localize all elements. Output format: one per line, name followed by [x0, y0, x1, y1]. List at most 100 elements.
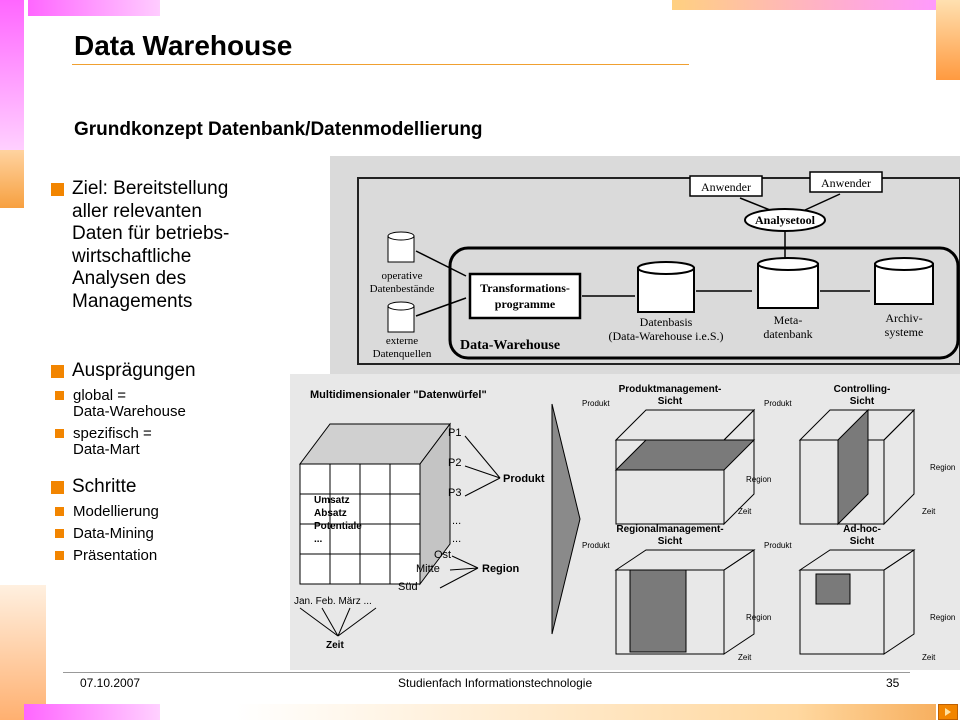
- bullet-ziel: Ziel: Bereitstellung aller relevanten Da…: [50, 178, 295, 313]
- bullet-marker-icon: [55, 529, 64, 538]
- axis-label: Zeit: [738, 653, 752, 662]
- bullet-schritte: Schritte: [50, 476, 295, 499]
- bullet-auspraegungen-label: Ausprägungen: [72, 360, 196, 381]
- meta-label: Meta-: [774, 313, 803, 327]
- axis-label: Produkt: [582, 399, 610, 408]
- view-title: Sicht: [658, 396, 683, 407]
- axis-label: Produkt: [764, 399, 792, 408]
- sub-bullet-line: Data-Mining: [73, 525, 154, 542]
- transform-arrow-icon: [551, 403, 581, 635]
- bullet-list: Ziel: Bereitstellung aller relevanten Da…: [50, 178, 295, 564]
- months-label: Jan. Feb. März ...: [294, 596, 372, 607]
- sub-bullet-step: Modellierung: [0, 504, 295, 520]
- sub-bullet-line: Data-Warehouse: [73, 402, 186, 420]
- deco-bar-bottom-left: [24, 704, 160, 720]
- view-controlling: Controlling- Sicht Produkt Region Zeit: [764, 384, 955, 526]
- product-label: ...: [452, 533, 461, 545]
- user-label: Anwender: [701, 180, 751, 194]
- datenbasis-label: Datenbasis: [640, 315, 693, 329]
- axis-label: Zeit: [922, 653, 936, 662]
- architecture-diagram: Anwender Anwender Analysetool Data-Wareh…: [357, 171, 960, 365]
- footer-course: Studienfach Informationstechnologie: [398, 676, 593, 690]
- next-slide-icon[interactable]: [938, 704, 958, 720]
- product-label: P2: [448, 457, 461, 469]
- cube-diagram: Multidimensionaler "Datenwürfel" Umsatz …: [294, 384, 955, 662]
- user-box: [809, 171, 883, 193]
- axis-label: Region: [746, 475, 771, 484]
- view-title: Regionalmanagement-: [616, 524, 723, 535]
- bullet-schritte-label: Schritte: [72, 475, 137, 497]
- view-title: Ad-hoc-: [843, 524, 881, 535]
- product-label: P1: [448, 427, 461, 439]
- source-label: Datenbestände: [370, 283, 435, 295]
- sub-bullet-line: Data-Mart: [73, 440, 140, 458]
- dw-frame-label: Data-Warehouse: [460, 338, 560, 353]
- bullet-ziel-line: Managements: [72, 290, 193, 312]
- measure-label: Umsatz: [314, 495, 350, 506]
- transform-box: [468, 272, 582, 320]
- measure-label: Absatz: [314, 508, 347, 519]
- user-box: [689, 175, 763, 197]
- bullet-ziel-line: Ziel: Bereitstellung: [72, 178, 229, 199]
- bullet-marker-icon: [55, 507, 64, 516]
- data-cube: [299, 422, 451, 586]
- measure-label: ...: [314, 534, 323, 545]
- deco-bar-left-pink: [0, 0, 24, 150]
- sub-bullet-line: global =: [73, 386, 126, 404]
- bullet-ziel-line: wirtschaftliche: [72, 245, 192, 267]
- figure-dw-architecture: Anwender Anwender Analysetool Data-Wareh…: [330, 156, 960, 378]
- product-label: P3: [448, 487, 461, 499]
- measure-label: Potentiale: [314, 521, 362, 532]
- user-label: Anwender: [821, 176, 871, 190]
- sub-bullet-line: Präsentation: [73, 547, 158, 564]
- view-title: Controlling-: [834, 384, 891, 395]
- axis-label: Region: [746, 613, 771, 622]
- view-title: Sicht: [658, 536, 683, 547]
- meta-label: datenbank: [763, 327, 812, 341]
- axis-label: Zeit: [922, 507, 936, 516]
- bullet-ziel-line: Daten für betriebs-: [72, 223, 230, 244]
- bullet-marker-icon: [51, 365, 64, 378]
- bullet-marker-icon: [51, 480, 64, 494]
- sub-bullet-line: spezifisch =: [73, 424, 152, 442]
- view-product: Produktmanagement- Sicht Produkt Region …: [582, 384, 771, 526]
- bullet-ziel-line: aller relevanten: [72, 200, 202, 222]
- bullet-marker-icon: [51, 183, 64, 196]
- zeit-label: Zeit: [326, 640, 344, 651]
- deco-bar-bottom-right: [236, 704, 936, 720]
- region-label: Ost: [434, 549, 451, 561]
- figure-data-cube: Multidimensionaler "Datenwürfel" Umsatz …: [290, 374, 960, 670]
- region-label: Mitte: [416, 563, 440, 575]
- slide-subtitle: Grundkonzept Datenbank/Datenmodellierung: [74, 119, 483, 140]
- view-adhoc: Ad-hoc- Sicht Produkt Region Zeit: [764, 524, 955, 662]
- database-icon: [757, 263, 819, 309]
- dim-produkt-label: Produkt: [503, 473, 545, 485]
- archiv-label: systeme: [885, 325, 924, 339]
- title-underline: [72, 64, 689, 65]
- axis-label: Region: [930, 463, 955, 472]
- bullet-auspraegungen: Ausprägungen: [50, 360, 295, 383]
- sub-bullet-step: Data-Mining: [0, 526, 295, 542]
- bullet-marker-icon: [55, 390, 64, 400]
- bullet-ziel-line: Analysen des: [72, 268, 187, 289]
- deco-bar-right: [936, 0, 960, 80]
- source-label: externe: [386, 335, 418, 347]
- deco-bar-top-right: [672, 0, 940, 10]
- footer-page-number: 35: [886, 676, 900, 690]
- dim-region-label: Region: [482, 563, 520, 575]
- transform-label: programme: [495, 297, 556, 311]
- axis-label: Produkt: [582, 541, 610, 550]
- footer-rule: [63, 672, 910, 673]
- deco-bar-left-bottom: [0, 585, 46, 720]
- deco-bar-left-orange: [0, 150, 24, 208]
- axis-label: Region: [930, 613, 955, 622]
- bullet-marker-icon: [55, 551, 64, 560]
- bullet-marker-icon: [55, 428, 64, 438]
- analysis-tool-label: Analysetool: [755, 213, 816, 227]
- region-label: Süd: [398, 581, 418, 593]
- datenbasis-label: (Data-Warehouse i.e.S.): [609, 329, 724, 343]
- cube-title: Multidimensionaler "Datenwürfel": [310, 389, 487, 401]
- axis-label: Zeit: [738, 507, 752, 516]
- deco-bar-top-left: [28, 0, 160, 16]
- sub-bullet-global: global = Data-Warehouse: [0, 386, 295, 420]
